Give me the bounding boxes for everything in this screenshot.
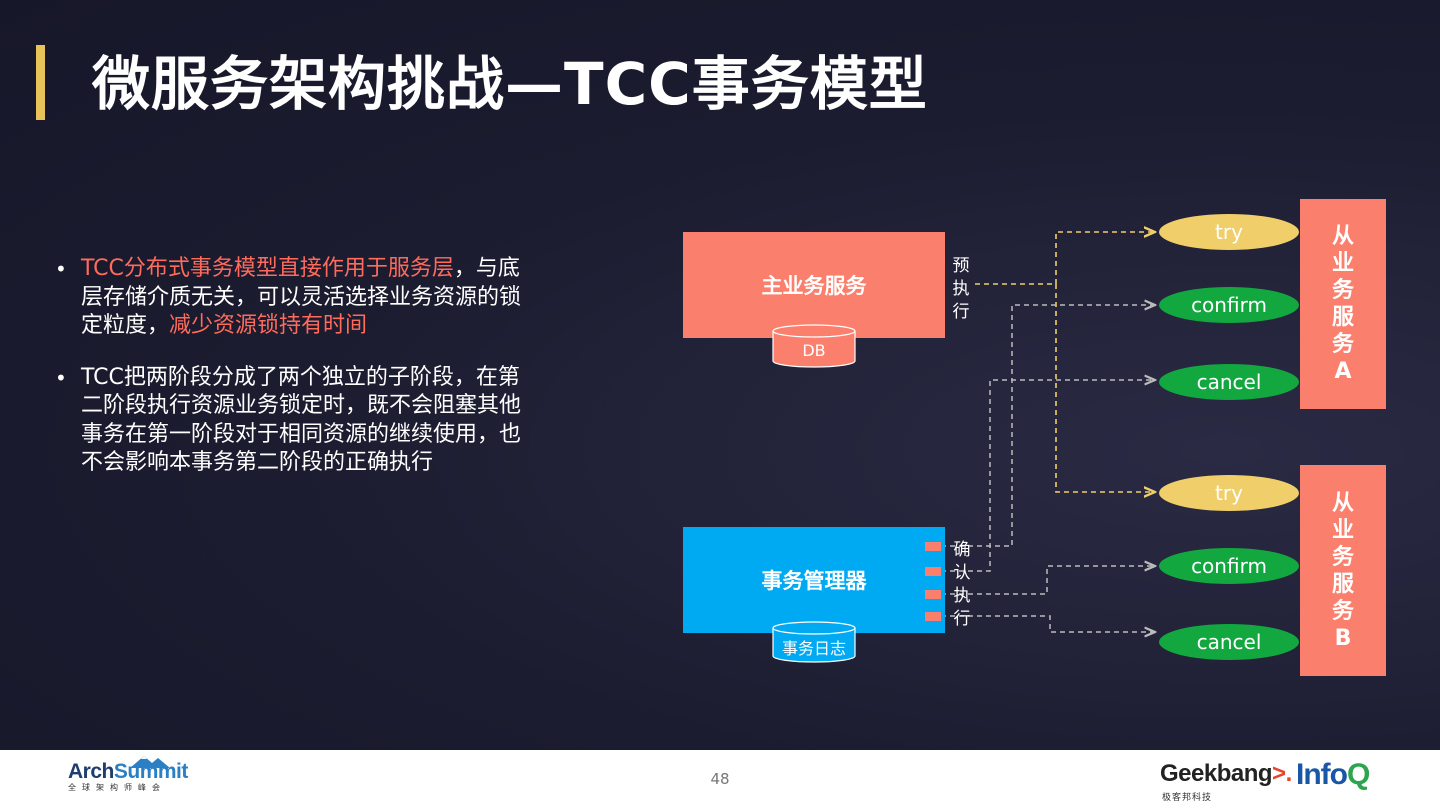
service-a-char: 业 — [1331, 251, 1354, 276]
try-a-oval: try — [1159, 214, 1299, 250]
pre-exec-label: 预 执 行 — [951, 255, 971, 324]
main-service-label: 主业务服务 — [761, 274, 867, 298]
tx-port-1 — [925, 542, 941, 551]
geekbang-logo-word: Geekbang — [1160, 760, 1273, 787]
service-b-char: 业 — [1331, 517, 1354, 543]
geekbang-infoq-logo: Geekbang>. 极客邦科技 InfoQ — [1160, 758, 1390, 803]
bullet-2-text: TCC把两阶段分成了两个独立的子阶段，在第二阶段执行资源业务锁定时，既不会阻塞其… — [81, 364, 522, 476]
confirm-exec-char: 执 — [953, 586, 971, 606]
tx-manager-box: 事务管理器 — [683, 527, 945, 633]
confirm-exec-char: 确 — [953, 540, 971, 560]
tx-port-2 — [925, 567, 941, 576]
geekbang-logo-arrow: >. — [1272, 760, 1292, 787]
cancel-b-oval: cancel — [1159, 624, 1299, 660]
bullet-item-1: • TCC分布式事务模型直接作用于服务层，与底层存储介质无关，可以灵活选择业务资… — [55, 255, 535, 341]
pre-exec-char: 预 — [952, 256, 970, 276]
service-a-char: 务 — [1331, 278, 1354, 303]
bullet-dot-icon: • — [55, 365, 67, 390]
service-b-char: B — [1334, 625, 1352, 651]
confirm-exec-label: 确 认 执 行 — [952, 539, 972, 631]
tx-manager-label: 事务管理器 — [761, 569, 867, 593]
tx-port-4 — [925, 612, 941, 621]
confirm-exec-char: 行 — [953, 609, 971, 629]
archsummit-logo-arch: Arch — [68, 760, 114, 783]
line-port4-to-cancel-b — [941, 615, 1155, 632]
service-a-box: 从 业 务 服 务 A — [1300, 199, 1386, 409]
tx-log-label: 事务日志 — [781, 639, 846, 658]
bullet-1-text: ，与底层存储介质无关，可以灵活选择业务资源的锁定粒度， — [81, 256, 522, 338]
archsummit-logo-summit: Summit — [113, 760, 189, 783]
confirm-b-oval: confirm — [1159, 548, 1299, 584]
archsummit-logo: ArchSummit 全球架构师峰会 — [68, 756, 188, 802]
infoq-logo-info: Info — [1296, 758, 1348, 791]
slide: 微服务架构挑战—TCC事务模型 • TCC分布式事务模型直接作用于服务层，与底层… — [0, 0, 1440, 750]
bullet-item-2: • TCC把两阶段分成了两个独立的子阶段，在第二阶段执行资源业务锁定时，既不会阻… — [55, 364, 535, 478]
title-accent-bar — [36, 45, 45, 120]
service-a-char: A — [1334, 359, 1352, 384]
service-b-char: 务 — [1331, 598, 1354, 624]
db-cylinder-icon: DB — [772, 323, 856, 368]
geekbang-logo-text: Geekbang>. — [1160, 760, 1292, 788]
service-a-char: 务 — [1331, 332, 1354, 357]
tx-port-3 — [925, 590, 941, 599]
line-port1-to-confirm-a — [941, 305, 1155, 547]
cancel-a-oval: cancel — [1159, 364, 1299, 400]
line-port3-to-confirm-b — [941, 566, 1155, 595]
main-service-box: 主业务服务 — [683, 232, 945, 338]
service-b-char: 服 — [1331, 571, 1354, 597]
geekbang-logo-sub: 极客邦科技 — [1162, 793, 1213, 803]
service-a-char: 从 — [1331, 224, 1354, 249]
service-a-char: 服 — [1331, 305, 1354, 330]
footer: ArchSummit 全球架构师峰会 48 Geekbang>. 极客邦科技 I… — [0, 750, 1440, 810]
pre-exec-char: 执 — [952, 279, 970, 299]
line-main-to-try-a — [975, 232, 1155, 285]
infoq-logo-q: Q — [1346, 758, 1370, 791]
tx-log-cylinder-icon: 事务日志 — [772, 620, 856, 663]
bullet-dot-icon: • — [55, 257, 67, 281]
service-b-box: 从 业 务 服 务 B — [1300, 465, 1386, 676]
bullet-1-highlight-1: TCC分布式事务模型直接作用于服务层 — [81, 256, 454, 281]
archsummit-logo-text: ArchSummit — [68, 760, 188, 784]
mountain-icon — [130, 756, 170, 768]
confirm-a-oval: confirm — [1159, 287, 1299, 323]
confirm-exec-char: 认 — [953, 563, 971, 583]
line-main-to-try-b — [1055, 284, 1155, 492]
line-port2-to-cancel-a — [941, 380, 1155, 572]
archsummit-logo-sub: 全球架构师峰会 — [68, 783, 166, 792]
service-b-char: 从 — [1331, 490, 1354, 516]
db-label: DB — [802, 341, 826, 360]
try-b-oval: try — [1159, 475, 1299, 511]
bullet-list: • TCC分布式事务模型直接作用于服务层，与底层存储介质无关，可以灵活选择业务资… — [55, 255, 535, 501]
bullet-1-highlight-2: 减少资源锁持有时间 — [169, 313, 368, 338]
page-title: 微服务架构挑战—TCC事务模型 — [92, 50, 928, 118]
service-b-char: 务 — [1331, 544, 1354, 570]
pre-exec-char: 行 — [952, 302, 970, 322]
infoq-logo-text: InfoQ — [1296, 758, 1370, 792]
diagram-connectors — [941, 0, 1440, 750]
page-number: 48 — [710, 770, 730, 788]
